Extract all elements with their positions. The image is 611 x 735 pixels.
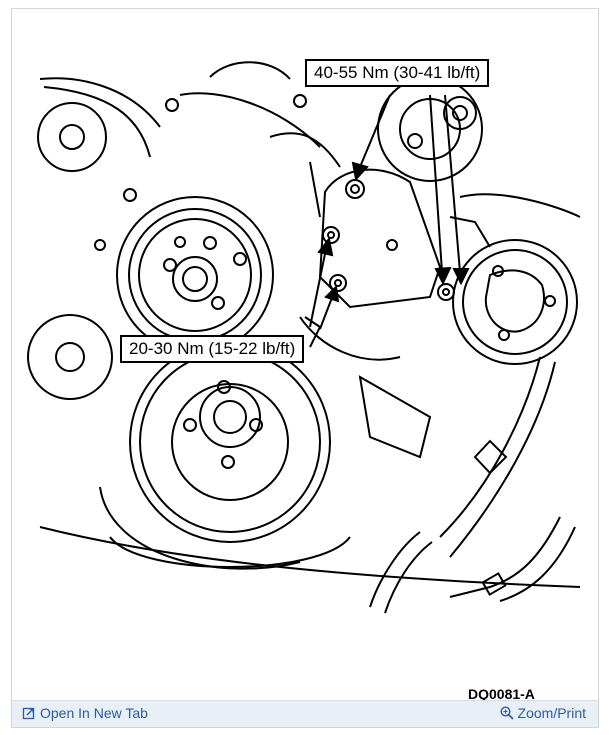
figure-code: DQ0081-A <box>468 686 535 702</box>
torque-callout-upper: 40-55 Nm (30-41 lb/ft) <box>305 59 490 87</box>
open-new-tab-link[interactable]: Open In New Tab <box>22 705 148 721</box>
zoom-icon <box>500 706 514 720</box>
zoom-print-link[interactable]: Zoom/Print <box>500 705 586 721</box>
new-tab-icon <box>22 707 35 720</box>
image-footer-bar: Open In New Tab Zoom/Print <box>12 700 598 727</box>
belt-tensioner-diagram: 40-55 Nm (30-41 lb/ft) 20-30 Nm (15-22 l… <box>20 17 590 702</box>
zoom-print-label: Zoom/Print <box>517 705 586 721</box>
engine-line-drawing <box>27 61 581 614</box>
torque-callout-lower: 20-30 Nm (15-22 lb/ft) <box>120 335 305 363</box>
image-frame: 40-55 Nm (30-41 lb/ft) 20-30 Nm (15-22 l… <box>11 8 599 728</box>
open-new-tab-label: Open In New Tab <box>40 705 148 721</box>
